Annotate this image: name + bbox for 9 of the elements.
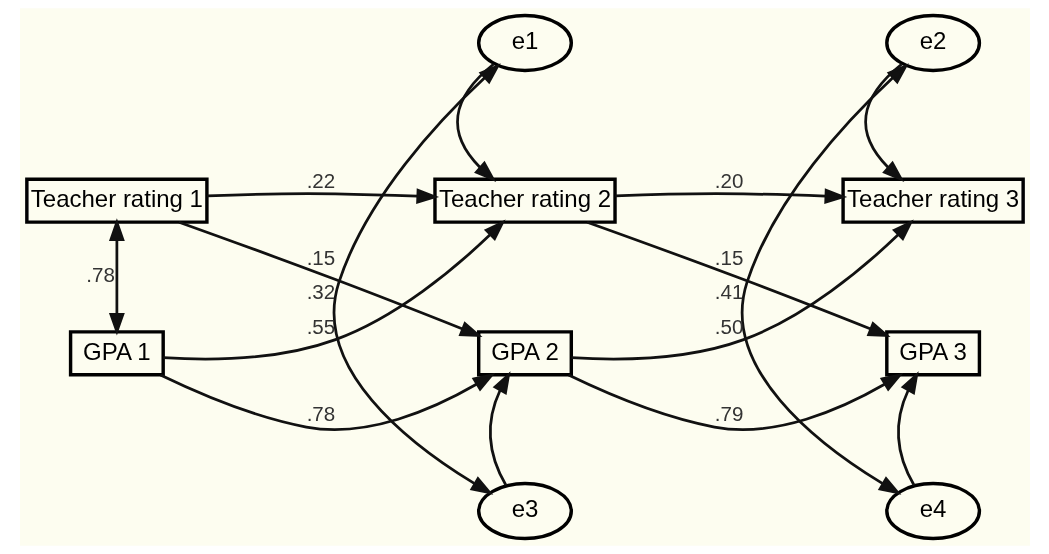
edge-label: .78 bbox=[85, 263, 115, 287]
edge-label: .78 bbox=[306, 402, 335, 426]
edge-label: .15 bbox=[306, 246, 335, 270]
edge-label: .20 bbox=[714, 169, 743, 193]
edge-label: .15 bbox=[714, 246, 743, 270]
edge-label: .41 bbox=[714, 279, 743, 303]
edge-label: .79 bbox=[714, 402, 743, 426]
edge-label: .22 bbox=[306, 169, 335, 193]
edge-label: .32 bbox=[306, 279, 335, 303]
